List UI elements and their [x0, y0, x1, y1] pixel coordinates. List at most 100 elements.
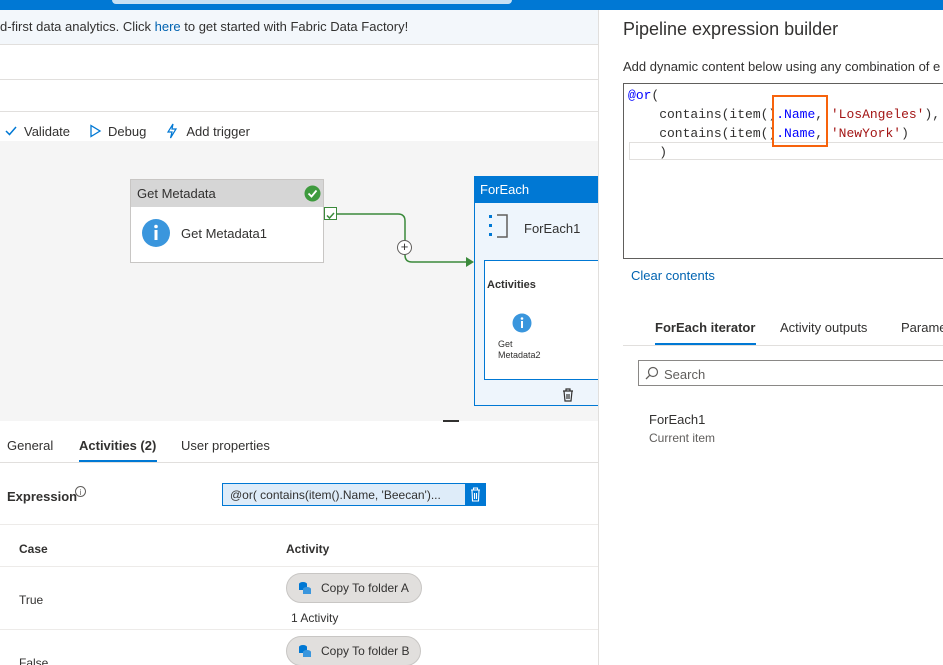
pipeline-editor: d-first data analytics. Click here to ge… — [0, 10, 598, 665]
search-input[interactable]: Search — [638, 360, 943, 386]
code-token: .Name — [776, 126, 816, 141]
properties-panel: General Activities (2) User properties E… — [0, 422, 598, 665]
activities-label: Activities — [487, 279, 536, 291]
expression-label: Expression — [7, 489, 78, 504]
success-output-handle[interactable] — [324, 207, 337, 220]
debug-label: Debug — [108, 123, 147, 139]
validate-button[interactable]: Validate — [4, 124, 70, 139]
search-icon — [645, 366, 659, 380]
pipeline-canvas[interactable]: Get Metadata Get Metadata1 + ForEach For… — [0, 141, 598, 421]
expression-builder-panel: Pipeline expression builder Add dynamic … — [598, 10, 943, 665]
activity-type-label: Get Metadata — [131, 180, 323, 207]
expression-field[interactable]: @or( contains(item().Name, 'Beecan')... — [222, 483, 486, 506]
activity-count: 1 Activity — [291, 611, 339, 625]
info-icon — [512, 313, 532, 333]
info-icon — [142, 219, 170, 247]
delete-icon — [471, 487, 480, 502]
divider — [0, 462, 598, 463]
case-false: False — [19, 656, 49, 665]
clear-contents-link[interactable]: Clear contents — [631, 268, 715, 283]
add-trigger-label: Add trigger — [186, 123, 250, 139]
code-token: @ — [628, 88, 636, 103]
play-icon — [90, 124, 102, 138]
tab-user-properties[interactable]: User properties — [181, 438, 270, 453]
divider — [0, 44, 598, 45]
divider — [0, 79, 598, 80]
banner-link[interactable]: here — [154, 19, 181, 34]
fabric-banner: d-first data analytics. Click here to ge… — [0, 10, 598, 44]
add-activity-plus-icon[interactable]: + — [397, 240, 412, 255]
code-line-4: ) — [628, 145, 668, 160]
inner-activity-label: Get — [498, 339, 513, 349]
get-metadata-activity[interactable]: Get Metadata Get Metadata1 — [130, 179, 324, 263]
tab-parameters[interactable]: Parame — [901, 320, 943, 335]
divider — [0, 629, 598, 630]
tab-foreach-iterator[interactable]: ForEach iterator — [655, 320, 756, 335]
debug-button[interactable]: Debug — [88, 124, 146, 139]
activity-name: ForEach1 — [524, 221, 581, 236]
code-token: ) — [901, 126, 909, 141]
expression-value: @or( contains(item().Name, 'Beecan')... — [230, 488, 441, 502]
tab-activity-outputs[interactable]: Activity outputs — [780, 320, 868, 335]
divider — [623, 345, 943, 346]
activity-type-label: ForEach — [475, 177, 598, 203]
activity-name: Get Metadata1 — [181, 226, 267, 241]
code-token: 'LosAngeles' — [830, 107, 925, 122]
delete-icon[interactable] — [560, 387, 576, 403]
item-name: ForEach1 — [649, 412, 706, 427]
foreach-icon — [489, 214, 508, 238]
active-tab-underline — [79, 460, 157, 462]
divider — [0, 111, 598, 112]
code-token: ( — [651, 88, 660, 103]
active-tab-underline — [655, 343, 756, 345]
activity-column-header: Activity — [286, 542, 330, 556]
code-line-3: contains(item().Name, 'NewYork') — [628, 124, 909, 143]
code-token: .Name — [776, 107, 816, 122]
success-icon — [304, 185, 321, 202]
inner-activity-label: Metadata2 — [498, 350, 541, 360]
code-token: ), — [924, 107, 941, 122]
add-trigger-button[interactable]: Add trigger — [164, 123, 250, 139]
copy-data-icon — [299, 582, 311, 594]
top-nav-strip — [0, 0, 943, 10]
code-line-1: @or( — [628, 86, 659, 105]
lightning-icon — [167, 123, 178, 139]
foreach-activity[interactable]: ForEach ForEach1 Activities Get Metadata… — [474, 176, 598, 406]
highlight-annotation-box — [772, 95, 828, 147]
divider — [0, 524, 598, 525]
code-line-2: contains(item().Name, 'LosAngeles'), — [628, 105, 940, 124]
foreach-activities-area[interactable]: Activities Get Metadata2 — [484, 260, 598, 380]
iterator-item[interactable]: ForEach1 Current item — [649, 412, 929, 448]
divider — [0, 566, 598, 567]
item-description: Current item — [649, 431, 716, 445]
check-small-icon — [326, 212, 335, 220]
case-column-header: Case — [19, 542, 48, 556]
copy-activity-pill[interactable]: Copy To folder B — [286, 636, 421, 665]
banner-text-after: to get started with Fabric Data Factory! — [180, 19, 409, 34]
info-tooltip-icon[interactable]: i — [75, 486, 86, 497]
tab-activities[interactable]: Activities (2) — [79, 438, 157, 453]
panel-subtitle: Add dynamic content below using any comb… — [623, 59, 941, 74]
code-token: 'NewYork' — [830, 126, 902, 141]
panel-title: Pipeline expression builder — [623, 19, 839, 39]
code-token: contains(item() — [628, 126, 777, 141]
tab-general[interactable]: General — [7, 438, 54, 453]
search-placeholder: Search — [664, 367, 706, 382]
expression-editor[interactable]: @or( contains(item().Name, 'LosAngeles')… — [623, 83, 943, 259]
activity-name: Copy To folder B — [321, 644, 410, 658]
activity-name: Copy To folder A — [321, 581, 409, 595]
copy-data-icon — [299, 645, 311, 657]
resize-handle[interactable] — [443, 420, 459, 422]
code-token: , — [815, 107, 831, 122]
code-token: or — [635, 88, 652, 103]
case-true: True — [19, 593, 44, 607]
checkmark-icon — [5, 126, 17, 136]
delete-expression-button[interactable] — [465, 484, 486, 505]
banner-text: d-first data analytics. Click — [0, 19, 155, 34]
active-tab-indicator — [112, 0, 512, 4]
code-token: contains(item() — [628, 107, 777, 122]
validate-label: Validate — [24, 123, 71, 139]
current-line-highlight — [629, 142, 943, 160]
copy-activity-pill[interactable]: Copy To folder A — [286, 573, 422, 603]
code-token: , — [815, 126, 831, 141]
